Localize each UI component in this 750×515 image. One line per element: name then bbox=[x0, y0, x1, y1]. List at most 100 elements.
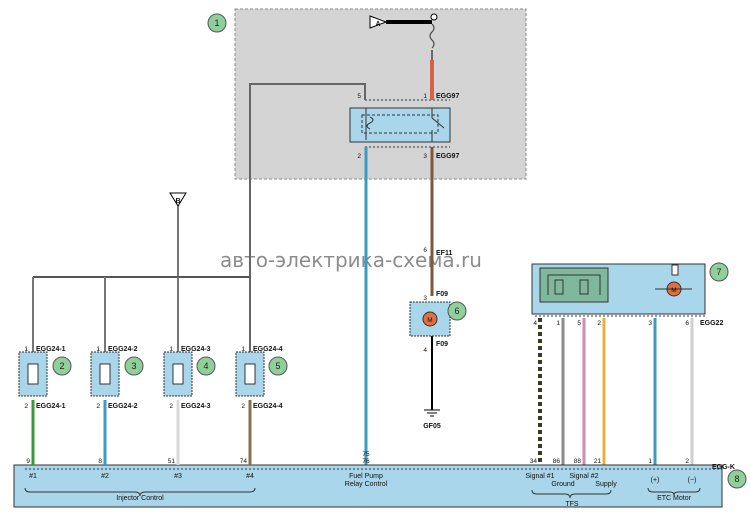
etc-motor-letter: M bbox=[671, 287, 676, 294]
injector-connector-top: EGG24-2 bbox=[108, 346, 138, 353]
etc-label-ground: Ground bbox=[551, 481, 574, 488]
relay-pin2: 2 bbox=[357, 153, 361, 160]
pump-motor-icon bbox=[422, 311, 438, 327]
pump-connector-bottom: F09 bbox=[436, 341, 448, 348]
etc-label-signal2: Signal #2 bbox=[569, 473, 598, 480]
tfs-group-label: TFS bbox=[565, 501, 579, 508]
callout-number: 2 bbox=[59, 361, 64, 371]
callout-circle bbox=[709, 262, 729, 282]
injector-coil-icon bbox=[244, 363, 256, 385]
etc-ecu-pin: 88 bbox=[574, 458, 582, 465]
wire-relay-coil-feed bbox=[249, 83, 366, 352]
pin-label: 1 bbox=[241, 346, 245, 353]
relay-connector-bottom: EGG97 bbox=[436, 153, 459, 160]
pump-connector-top: F09 bbox=[436, 291, 448, 298]
injector-coil-icon bbox=[99, 363, 111, 385]
etc-ecu-pin: 34 bbox=[530, 458, 538, 465]
fuel-pump-relay bbox=[349, 107, 451, 143]
relay-pin5: 5 bbox=[357, 93, 361, 100]
pin-label: 2 bbox=[24, 403, 28, 410]
relay-pin3: 3 bbox=[423, 153, 427, 160]
ecu-pin: 8 bbox=[98, 458, 102, 465]
ecu-fuelpump-label1: Fuel Pump bbox=[349, 473, 383, 480]
injector-coil-icon bbox=[172, 363, 184, 385]
ecu-module bbox=[13, 464, 723, 508]
callout-circle bbox=[268, 356, 288, 376]
injector-brace bbox=[24, 487, 256, 497]
callout-number: 6 bbox=[454, 306, 459, 316]
ef-label: EF11 bbox=[436, 250, 452, 257]
pin-label: 2 bbox=[96, 403, 100, 410]
etc-ecu-pin: 86 bbox=[553, 458, 561, 465]
pump-motor-letter: M bbox=[427, 317, 432, 324]
pin-label: 2 bbox=[241, 403, 245, 410]
etc-pin: 3 bbox=[648, 320, 652, 327]
etc-ecu-pin: 21 bbox=[594, 458, 602, 465]
relay-area bbox=[234, 8, 527, 180]
pump-pin-top: 3 bbox=[423, 295, 427, 302]
injector-coil-icon bbox=[27, 363, 39, 385]
watermark: авто-электрика-схема.ru bbox=[220, 248, 482, 272]
relay-connector-top: EGG97 bbox=[436, 93, 459, 100]
callout-number: 4 bbox=[203, 361, 208, 371]
tfs-sensor bbox=[539, 267, 609, 303]
ecu-connector: EGG-K bbox=[712, 464, 735, 471]
etc-pin: 5 bbox=[577, 320, 581, 327]
pin-label: 1 bbox=[169, 346, 173, 353]
pin-label: 2 bbox=[169, 403, 173, 410]
ecu-pin: 74 bbox=[240, 458, 248, 465]
callout-circle bbox=[207, 13, 227, 33]
callout-circle bbox=[447, 301, 467, 321]
etc-pin: 2 bbox=[597, 320, 601, 327]
etc-label-minus: (−) bbox=[688, 477, 697, 484]
tfs-pot-2-icon bbox=[579, 279, 589, 295]
relay-coil-icon bbox=[366, 116, 374, 130]
etc-ecu-pin: 1 bbox=[648, 458, 652, 465]
injector-connector-bottom: EGG24-4 bbox=[253, 403, 283, 410]
injector-connector-top: EGG24-3 bbox=[181, 346, 211, 353]
ecu-fuelpump-label2: Relay Control bbox=[345, 481, 388, 488]
etc-label-supply: Supply bbox=[595, 481, 617, 488]
ecu-pin-76: 76 bbox=[362, 458, 370, 465]
callout-circle bbox=[196, 356, 216, 376]
injector-connector-top: EGG24-1 bbox=[36, 346, 66, 353]
ground-b-label: B bbox=[175, 198, 180, 205]
ecu-label: #2 bbox=[101, 473, 109, 480]
tfs-brace bbox=[531, 489, 612, 499]
etc-motor-brace bbox=[647, 487, 701, 496]
callout-circle bbox=[124, 356, 144, 376]
fusible-link-icon bbox=[429, 23, 435, 49]
injector-connector-bottom: EGG24-1 bbox=[36, 403, 66, 410]
injector-connector-bottom: EGG24-2 bbox=[108, 403, 138, 410]
etc-motor-group-label: ETC Motor bbox=[657, 495, 692, 502]
ecu-pin: 9 bbox=[26, 458, 30, 465]
callout-number: 3 bbox=[131, 361, 136, 371]
ecu-pin: 51 bbox=[168, 458, 176, 465]
etc-ecu-pin: 2 bbox=[685, 458, 689, 465]
injector-group-label: Injector Control bbox=[116, 495, 164, 502]
ecu-label: #1 bbox=[29, 473, 37, 480]
etc-label-plus: (+) bbox=[651, 477, 660, 484]
ecu-label: #4 bbox=[246, 473, 254, 480]
etc-pin: 1 bbox=[556, 320, 560, 327]
callout-number: 5 bbox=[275, 361, 280, 371]
injector-connector-bottom: EGG24-3 bbox=[181, 403, 211, 410]
ground-label: GF05 bbox=[423, 423, 441, 430]
pin-label: 1 bbox=[24, 346, 28, 353]
etc-pin: 4 bbox=[533, 320, 537, 327]
callout-circle bbox=[727, 469, 747, 489]
etc-label-signal1: Signal #1 bbox=[525, 473, 554, 480]
pin-label: 1 bbox=[96, 346, 100, 353]
ground-b-icon bbox=[169, 192, 187, 207]
pump-pin-bottom: 4 bbox=[423, 347, 427, 354]
ground-icon bbox=[424, 409, 440, 417]
arrow-a-icon bbox=[369, 15, 388, 29]
injector-connector-top: EGG24-4 bbox=[253, 346, 283, 353]
callout-number: 1 bbox=[214, 18, 219, 28]
ecu-pin-75: 75 bbox=[362, 451, 370, 458]
ef-pin: 6 bbox=[423, 247, 427, 254]
ecu-label: #3 bbox=[174, 473, 182, 480]
tfs-pot-1-icon bbox=[554, 279, 564, 295]
